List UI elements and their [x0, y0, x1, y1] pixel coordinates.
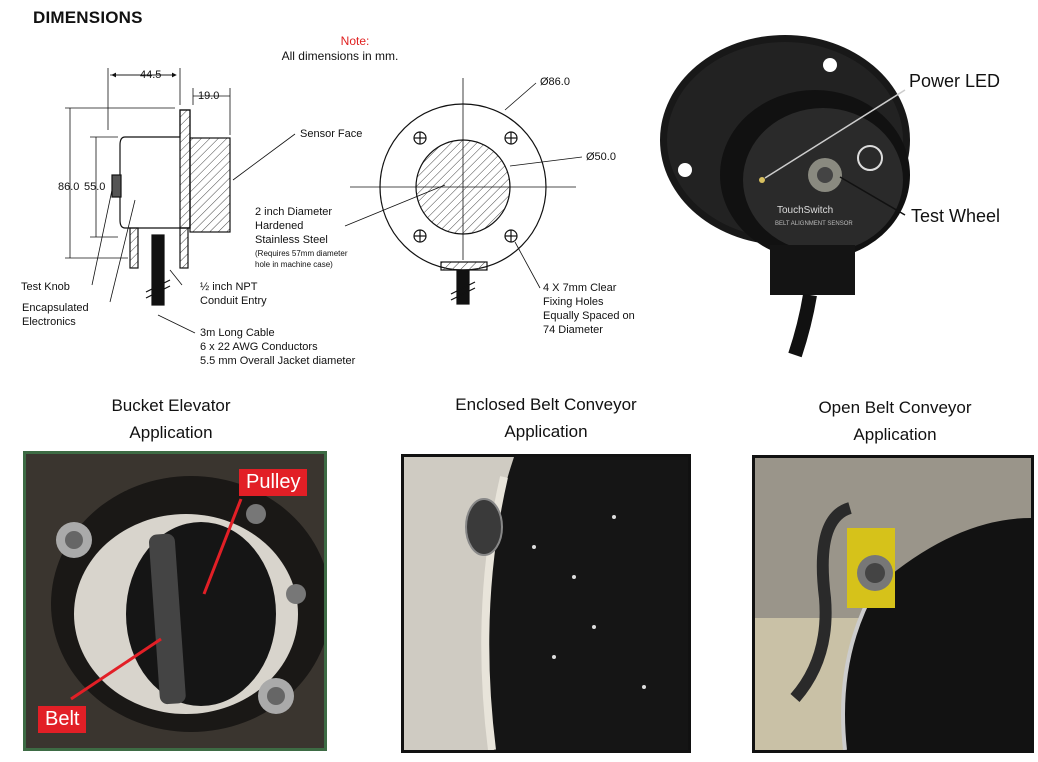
label-holes-3: Equally Spaced on	[543, 310, 635, 322]
dim-86-0: 86.0	[58, 181, 80, 193]
label-power-led: Power LED	[909, 71, 1001, 91]
caption-open-belt: Open Belt Conveyor Application	[818, 398, 972, 444]
label-npt: ½ inch NPT	[200, 281, 258, 293]
label-encapsulated: Encapsulated	[22, 302, 89, 314]
dim-19-0: 19.0	[198, 90, 220, 102]
tag-belt: Belt	[38, 706, 87, 733]
label-steel-1: 2 inch Diameter	[255, 206, 333, 218]
label-holes-1: 4 X 7mm Clear	[543, 282, 617, 294]
label-sensor-face: Sensor Face	[300, 128, 363, 140]
caption-bucket-elevator: Bucket Elevator Application	[111, 396, 231, 442]
label-test-knob: Test Knob	[21, 281, 70, 293]
label-cable-3: 5.5 mm Overall Jacket diameter	[200, 355, 356, 367]
dim-86-outer: Ø86.0	[540, 76, 570, 88]
side-view-body	[111, 109, 231, 306]
label-holes-4: 74 Diameter	[543, 324, 603, 336]
photo-enclosed-belt	[401, 454, 691, 753]
front-view	[350, 78, 576, 305]
note-text: All dimensions in mm.	[281, 49, 399, 63]
dim-50-inner: Ø50.0	[586, 151, 616, 163]
dim-55-0: 55.0	[84, 181, 106, 193]
brand-sub: BELT ALIGNMENT SENSOR	[775, 221, 853, 227]
photo-bucket-elevator: Pulley Belt	[23, 451, 327, 751]
label-conduit: Conduit Entry	[200, 295, 267, 307]
note-label: Note:	[340, 34, 370, 48]
label-holes-2: Fixing Holes	[543, 296, 604, 308]
photo-open-belt	[752, 455, 1034, 753]
label-electronics: Electronics	[22, 316, 76, 328]
label-steel-note-1: (Requires 57mm diameter	[255, 249, 348, 258]
label-cable-2: 6 x 22 AWG Conductors	[200, 341, 318, 353]
label-cable-1: 3m Long Cable	[200, 327, 275, 339]
brand-text: TouchSwitch	[777, 205, 833, 216]
page-title: DIMENSIONS	[33, 8, 143, 27]
label-steel-2: Hardened	[255, 220, 304, 232]
label-steel-3: Stainless Steel	[255, 234, 328, 246]
dim-44-5: 44.5	[140, 69, 162, 81]
label-steel-note-2: hole in machine case)	[255, 260, 333, 269]
tag-pulley: Pulley	[239, 469, 308, 496]
caption-enclosed-belt: Enclosed Belt Conveyor Application	[455, 395, 637, 441]
product-photo: TouchSwitch BELT ALIGNMENT SENSOR	[660, 35, 910, 358]
label-test-wheel: Test Wheel	[911, 206, 1001, 226]
